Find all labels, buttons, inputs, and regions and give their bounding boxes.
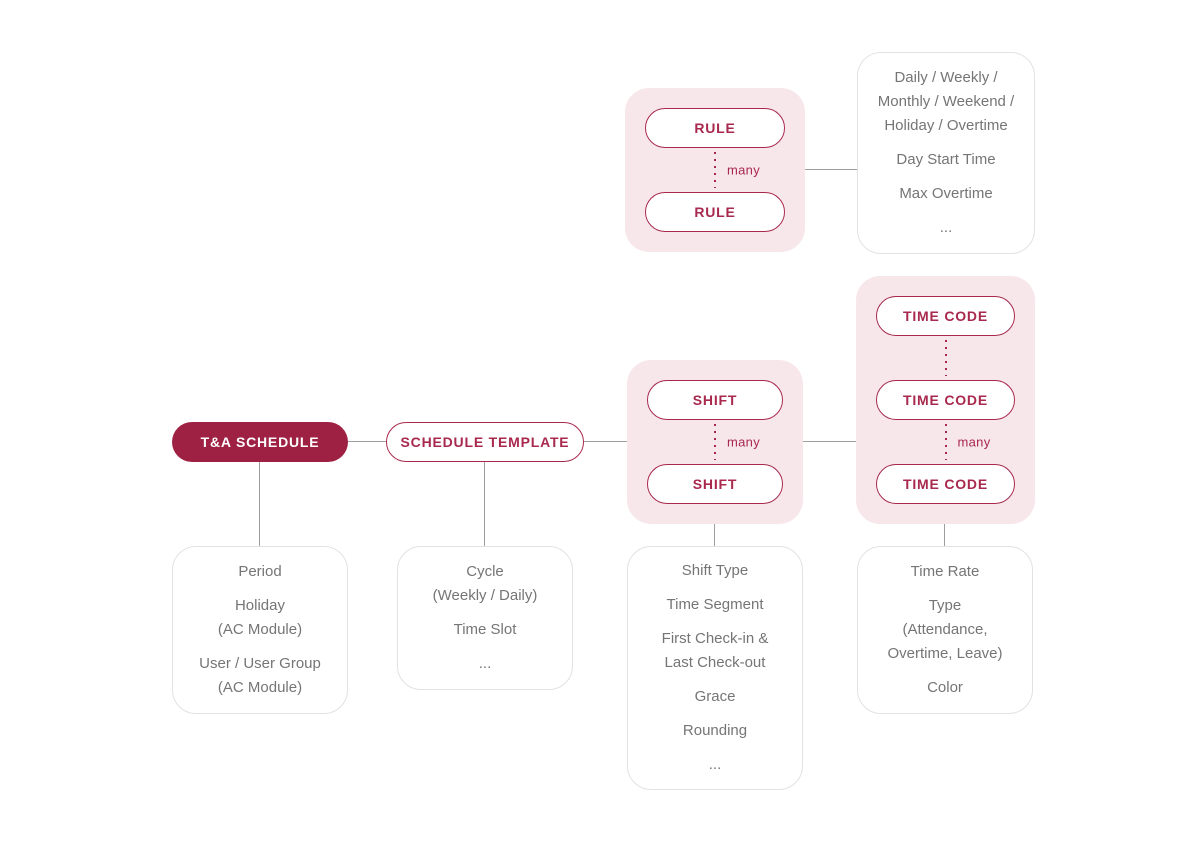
timecode-node-middle: TIME CODE [876, 380, 1015, 420]
schedule-attr-holiday: Holiday (AC Module) [218, 594, 302, 642]
timecode-node-bottom-label: TIME CODE [903, 476, 988, 492]
rule-attr-max-overtime: Max Overtime [899, 182, 992, 206]
attribute-line: (Attendance, [902, 621, 988, 638]
attribute-line: Monthly / Weekend / [877, 93, 1015, 110]
attribute-line: ... [939, 219, 953, 236]
attribute-line: Holiday [234, 597, 285, 614]
attribute-line: Max Overtime [899, 185, 993, 202]
template-attributes-card: Cycle (Weekly / Daily) Time Slot ... [397, 546, 573, 690]
attribute-line: Period [238, 563, 282, 580]
attribute-line: Shift Type [681, 562, 749, 579]
timecode-attr-type: Type (Attendance, Overtime, Leave) [887, 594, 1002, 666]
vertical-dots-icon [944, 424, 947, 460]
rule-cardinality-zone: many [625, 148, 805, 192]
connector-rule-to-rulecard [805, 169, 857, 170]
shift-attributes-card: Shift Type Time Segment First Check-in &… [627, 546, 803, 790]
timecode-node-top: TIME CODE [876, 296, 1015, 336]
vertical-dots-icon [714, 424, 716, 460]
rule-attr-ellipsis: ... [940, 216, 953, 240]
connector-schedule-to-schedulecard [259, 462, 260, 546]
shift-node-top: SHIFT [647, 380, 783, 420]
connector-shiftgroup-to-shiftcard [714, 524, 715, 546]
attribute-line: Day Start Time [896, 151, 996, 168]
schedule-template-label: SCHEDULE TEMPLATE [400, 434, 570, 450]
shift-attr-rounding: Rounding [683, 719, 747, 743]
shift-node-top-label: SHIFT [692, 392, 738, 408]
attribute-line: Rounding [682, 722, 748, 739]
attribute-line: Time Rate [910, 563, 980, 580]
attribute-line: First Check-in & [661, 630, 769, 647]
shift-attr-grace: Grace [695, 685, 736, 709]
attribute-line: Last Check-out [664, 654, 766, 671]
attribute-line: Cycle [466, 563, 504, 580]
attribute-line: User / User Group [199, 655, 321, 672]
attribute-line: Overtime, Leave) [887, 645, 1003, 662]
template-attr-ellipsis: ... [479, 652, 492, 676]
rule-node-bottom-label: RULE [694, 204, 736, 220]
shift-node-bottom-label: SHIFT [692, 476, 738, 492]
attribute-line: Type [928, 597, 962, 614]
template-attr-timeslot: Time Slot [454, 618, 517, 642]
rule-node-top: RULE [645, 108, 785, 148]
shift-attr-type: Shift Type [682, 559, 748, 583]
attribute-line: Time Segment [666, 596, 764, 613]
timecode-node-bottom: TIME CODE [876, 464, 1015, 504]
timecode-attr-color: Color [927, 676, 963, 700]
timecode-node-middle-label: TIME CODE [903, 392, 988, 408]
connector-timecodegroup-to-timecodecard [944, 524, 945, 546]
shift-cardinality-label: many [727, 434, 760, 450]
attribute-line: Holiday / Overtime [884, 117, 1008, 134]
schedule-attr-user: User / User Group (AC Module) [199, 652, 321, 700]
vertical-dots-icon [714, 152, 716, 188]
schedule-attr-period: Period [238, 560, 281, 584]
schedule-attributes-card: Period Holiday (AC Module) User / User G… [172, 546, 348, 714]
timecode-cardinality-label: many [957, 434, 991, 450]
shift-attr-checkin: First Check-in & Last Check-out [662, 627, 769, 675]
timecode-node-top-label: TIME CODE [903, 308, 988, 324]
rule-node-top-label: RULE [694, 120, 736, 136]
schedule-template-node: SCHEDULE TEMPLATE [386, 422, 584, 462]
attribute-line: (AC Module) [217, 621, 303, 638]
attribute-line: Time Slot [453, 621, 517, 638]
attribute-line: Daily / Weekly / [894, 69, 998, 86]
timecode-attributes-card: Time Rate Type (Attendance, Overtime, Le… [857, 546, 1033, 714]
timecode-cardinality-zone: many [856, 420, 1035, 464]
shift-node-bottom: SHIFT [647, 464, 783, 504]
connector-shiftgroup-to-timecodegroup [803, 441, 856, 442]
shift-attr-segment: Time Segment [667, 593, 764, 617]
ta-schedule-node: T&A SCHEDULE [172, 422, 348, 462]
shift-attr-ellipsis: ... [709, 753, 722, 777]
attribute-line: ... [478, 655, 492, 672]
rule-attributes-card: Daily / Weekly / Monthly / Weekend / Hol… [857, 52, 1035, 254]
rule-node-bottom: RULE [645, 192, 785, 232]
timecode-attr-rate: Time Rate [911, 560, 980, 584]
shift-group-panel: SHIFT many SHIFT [627, 360, 803, 524]
attribute-line: (Weekly / Daily) [432, 587, 538, 604]
vertical-dots-icon [944, 340, 947, 376]
ta-schedule-label: T&A SCHEDULE [200, 434, 320, 450]
rule-cardinality-label: many [727, 162, 760, 178]
attribute-line: (AC Module) [217, 679, 303, 696]
attribute-line: Grace [694, 688, 736, 705]
shift-cardinality-zone: many [627, 420, 803, 464]
timecode-group-panel: TIME CODE TIME CODE many TIME CODE [856, 276, 1035, 524]
connector-template-to-shiftgroup [584, 441, 627, 442]
rule-group-panel: RULE many RULE [625, 88, 805, 252]
connector-template-to-templatecard [484, 462, 485, 546]
attribute-line: Color [927, 679, 963, 696]
rule-attr-types: Daily / Weekly / Monthly / Weekend / Hol… [878, 66, 1014, 138]
timecode-dots-zone [856, 336, 1035, 380]
template-attr-cycle: Cycle (Weekly / Daily) [433, 560, 538, 608]
attribute-line: ... [708, 756, 722, 773]
rule-attr-day-start: Day Start Time [896, 148, 995, 172]
connector-schedule-to-template [348, 441, 386, 442]
